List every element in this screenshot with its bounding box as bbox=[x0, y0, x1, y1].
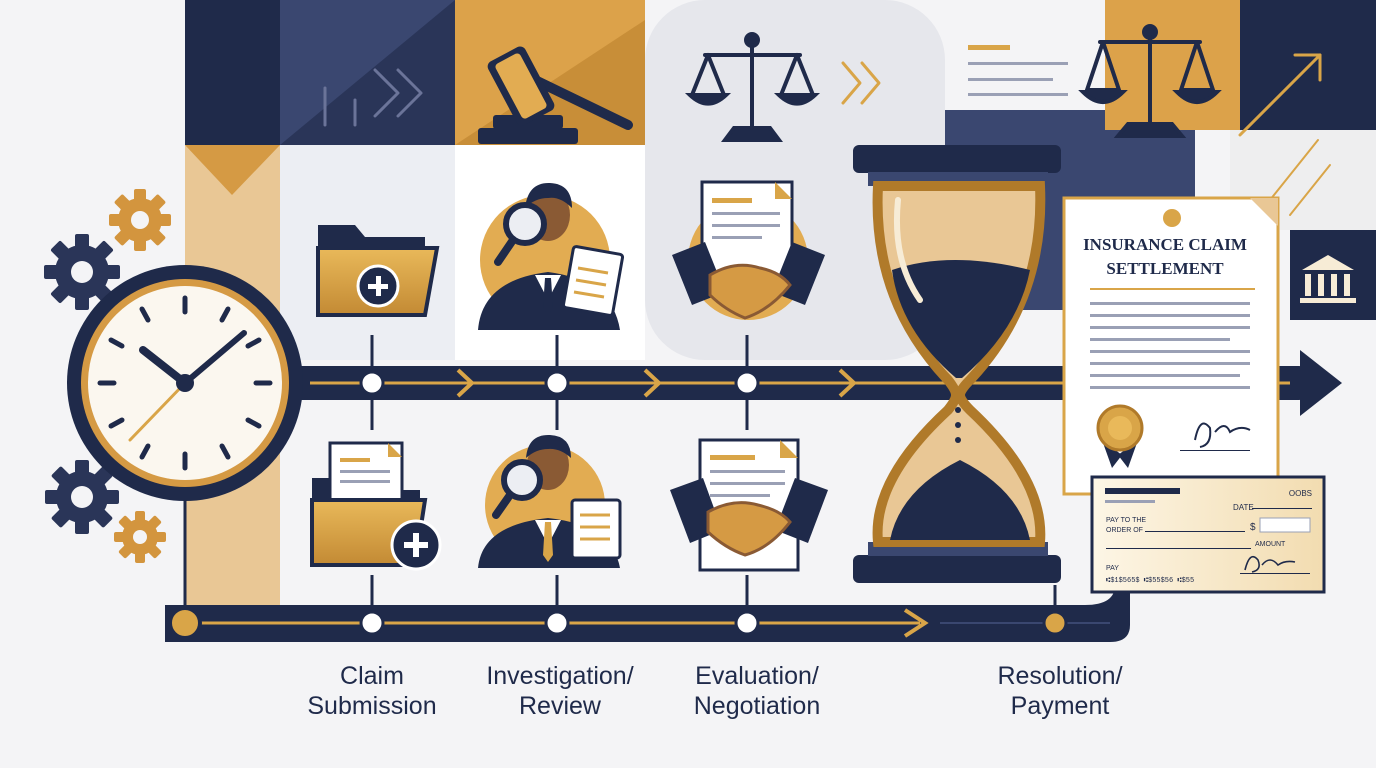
chevron-arrows bbox=[323, 53, 1331, 216]
gear-icon bbox=[109, 189, 171, 251]
stage-label-resolution-payment: Resolution/ Payment bbox=[997, 662, 1123, 720]
magnifier-person-icon bbox=[478, 434, 622, 568]
folder-plus-icon bbox=[316, 225, 440, 317]
gear-icon bbox=[44, 234, 120, 310]
magnifier-person-icon bbox=[478, 182, 625, 330]
clock-icon bbox=[67, 265, 303, 501]
stage-label-claim-submission: Claim Submission bbox=[307, 662, 437, 720]
gear-icon bbox=[114, 511, 166, 563]
hourglass-icon bbox=[853, 145, 1061, 583]
seal-icon bbox=[1096, 404, 1144, 468]
handshake-icon bbox=[672, 180, 825, 320]
scales-icon bbox=[1078, 24, 1222, 138]
stage-label-investigation-review: Investigation/ Review bbox=[486, 662, 634, 720]
check-pay-label: PAY bbox=[1106, 565, 1119, 572]
top-document-lines bbox=[968, 45, 1068, 96]
folder-plus-icon bbox=[310, 441, 442, 571]
gavel-icon bbox=[478, 46, 633, 144]
gear-icon bbox=[45, 460, 119, 534]
settlement-document: INSURANCE CLAIM SETTLEMENT bbox=[1062, 196, 1280, 496]
document-title-line1: INSURANCE CLAIM bbox=[1083, 235, 1247, 254]
scales-icon bbox=[684, 32, 821, 142]
bank-icon bbox=[1300, 255, 1356, 303]
handshake-icon bbox=[670, 438, 828, 572]
timeline-lower bbox=[165, 575, 1130, 642]
stage-label-evaluation-negotiation: Evaluation/ Negotiation bbox=[693, 662, 821, 720]
check-date-label: DATE bbox=[1233, 503, 1254, 512]
check-micr-line: ⑆$1$565$ ⑆$55$56 ⑆$55 bbox=[1106, 577, 1194, 585]
check-payto-line2: ORDER OF bbox=[1106, 527, 1143, 534]
check-payto-line1: PAY TO THE bbox=[1106, 517, 1146, 524]
check-currency: $ bbox=[1250, 522, 1256, 533]
document-title-line2: SETTLEMENT bbox=[1106, 259, 1224, 278]
timeline-upper bbox=[290, 350, 1342, 416]
check-amount-label: AMOUNT bbox=[1255, 541, 1286, 548]
check-code: OOBS bbox=[1289, 489, 1312, 498]
payment-check: OOBS DATE PAY TO THE ORDER OF $ AMOUNT P… bbox=[1090, 475, 1326, 594]
